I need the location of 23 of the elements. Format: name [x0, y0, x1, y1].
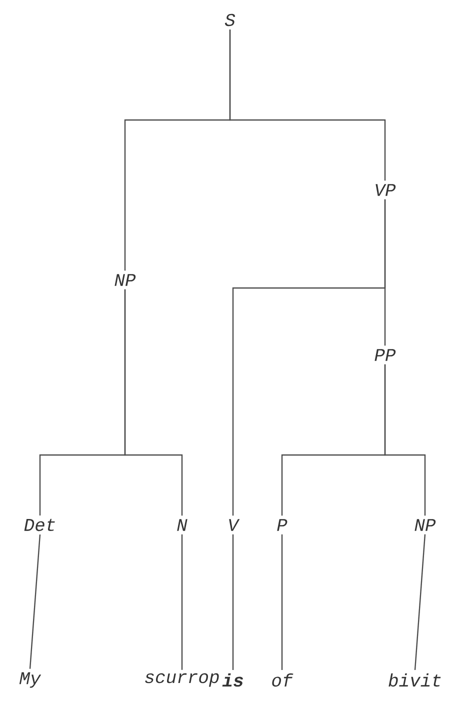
- tree-branch: [384, 199, 386, 346]
- tree-branch: [414, 534, 426, 670]
- tree-branch: [181, 534, 183, 670]
- tree-branch: [229, 30, 386, 181]
- tree-label: Det: [24, 518, 55, 532]
- tree-label: VP: [376, 184, 396, 196]
- tree-branch: [281, 534, 283, 670]
- tree-label: V: [229, 519, 240, 531]
- word: My: [19, 672, 42, 688]
- tree-label: P: [277, 519, 288, 531]
- tree-label: PP: [374, 349, 396, 361]
- word: bivit: [388, 673, 441, 687]
- word: scurrop: [145, 673, 219, 687]
- tree-branch: [232, 534, 234, 670]
- tree-branch: [384, 364, 426, 516]
- tree-label: NP: [114, 274, 136, 286]
- tree-branch: [124, 289, 183, 516]
- tree-label: NP: [414, 519, 436, 531]
- word: is: [222, 673, 243, 687]
- word: of: [272, 673, 294, 687]
- tree-branch: [29, 534, 41, 669]
- tree-label: N: [177, 519, 188, 531]
- tree-label: S: [224, 14, 236, 26]
